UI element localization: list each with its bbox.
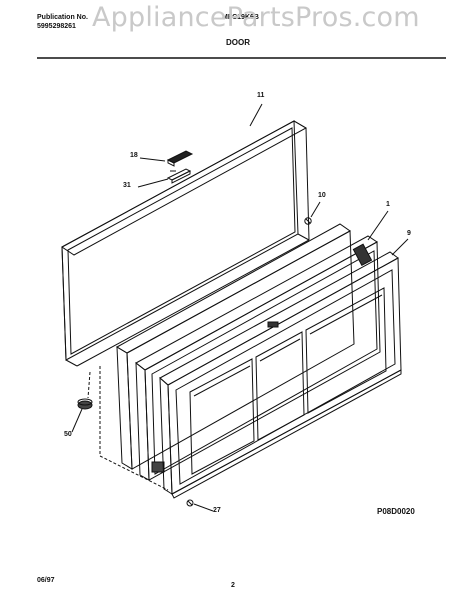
leader-10: [310, 201, 321, 218]
handle-part-18: [166, 150, 194, 167]
callout-31: 31: [123, 182, 131, 189]
hinge-guide-2: [99, 455, 169, 491]
screw-part-27: [186, 499, 194, 507]
callout-9: 9: [407, 230, 411, 237]
watermark: AppliancePartsPros.com: [92, 2, 420, 33]
figure-code: P08D0020: [377, 507, 415, 516]
callout-10: 10: [318, 192, 326, 199]
door-liner-part-1: [135, 235, 381, 481]
section-title: DOOR: [226, 38, 250, 47]
leader-18: [139, 157, 166, 162]
leader-11: [249, 103, 263, 127]
leader-9: [391, 238, 409, 256]
screw-part-10: [304, 217, 312, 225]
callout-1: 1: [386, 201, 390, 208]
callout-11: 11: [257, 92, 265, 99]
publication-number: 5995298261: [37, 23, 76, 30]
door-frame-part-9: [159, 251, 402, 499]
leader-27: [193, 503, 214, 512]
leader-31: [137, 178, 169, 188]
callout-18: 18: [130, 152, 138, 159]
model-number: MFC19K6B: [222, 14, 259, 21]
publication-label: Publication No.: [37, 14, 88, 21]
leader-1: [367, 210, 389, 241]
callout-27: 27: [213, 507, 221, 514]
footer-date: 06/97: [37, 577, 55, 584]
hinge-part-50: [77, 398, 93, 410]
door-panel: [115, 223, 355, 470]
page-number: 2: [231, 582, 235, 589]
hinge-guide-3: [87, 371, 91, 399]
leader-50: [71, 408, 83, 433]
handle-bracket-part-31: [166, 168, 192, 184]
callout-50: 50: [64, 431, 72, 438]
